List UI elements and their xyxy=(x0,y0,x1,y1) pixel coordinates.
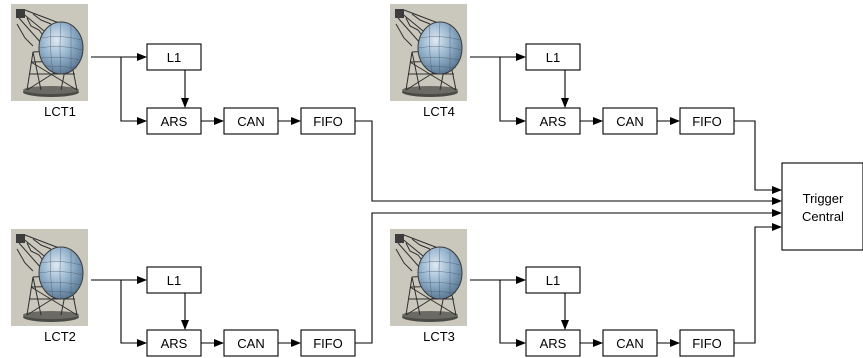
trigger-central-block xyxy=(781,162,863,251)
arrow-to-ars xyxy=(499,57,526,125)
arrow-lct4-to-trigger xyxy=(734,120,782,194)
arrow-to-ars xyxy=(120,280,147,347)
arrow-lct1-to-trigger xyxy=(355,120,782,205)
telescope-icon xyxy=(10,228,89,327)
trigger-label-line1: Trigger xyxy=(803,191,844,206)
telescope-label-lct2: LCT2 xyxy=(44,329,76,344)
fifo-block xyxy=(300,329,356,357)
telescope-group-lct1: LCT1 L1 ARS CAN FIFO xyxy=(10,3,356,135)
arrow-to-ars xyxy=(499,280,526,347)
arrow-lct2-to-trigger xyxy=(355,209,782,344)
l1-block xyxy=(525,266,581,294)
ars-label: ARS xyxy=(540,336,567,351)
can-label: CAN xyxy=(616,336,643,351)
fifo-label: FIFO xyxy=(313,114,343,129)
fifo-label: FIFO xyxy=(692,336,722,351)
ars-block xyxy=(146,107,202,135)
l1-label: L1 xyxy=(546,50,560,65)
telescope-group-lct3: LCT3 L1 ARS CAN FIFO xyxy=(389,228,735,357)
can-block xyxy=(223,329,279,357)
l1-block xyxy=(525,43,581,71)
ars-label: ARS xyxy=(161,336,188,351)
l1-block xyxy=(146,43,202,71)
l1-label: L1 xyxy=(546,273,560,288)
can-block xyxy=(602,329,658,357)
fifo-label: FIFO xyxy=(313,336,343,351)
telescope-label-lct4: LCT4 xyxy=(423,104,455,119)
telescope-icon xyxy=(389,228,468,327)
can-block xyxy=(602,107,658,135)
ars-block xyxy=(146,329,202,357)
l1-block xyxy=(146,266,202,294)
arrow-lct3-to-trigger xyxy=(734,223,782,344)
telescope-group-lct4: LCT4 L1 ARS CAN FIFO xyxy=(389,3,735,135)
fifo-block xyxy=(679,329,735,357)
telescope-group-lct2: LCT2 L1 ARS CAN FIFO xyxy=(10,228,356,357)
telescope-icon xyxy=(10,3,89,102)
can-label: CAN xyxy=(237,114,264,129)
telescope-label-lct3: LCT3 xyxy=(423,329,455,344)
can-block xyxy=(223,107,279,135)
fifo-label: FIFO xyxy=(692,114,722,129)
l1-label: L1 xyxy=(167,50,181,65)
trigger-label-line2: Central xyxy=(802,209,844,224)
ars-label: ARS xyxy=(161,114,188,129)
fifo-block xyxy=(679,107,735,135)
can-label: CAN xyxy=(616,114,643,129)
l1-label: L1 xyxy=(167,273,181,288)
telescope-icon xyxy=(389,3,468,102)
arrow-to-ars xyxy=(120,57,147,125)
ars-block xyxy=(525,107,581,135)
can-label: CAN xyxy=(237,336,264,351)
ars-label: ARS xyxy=(540,114,567,129)
telescope-label-lct1: LCT1 xyxy=(44,104,76,119)
